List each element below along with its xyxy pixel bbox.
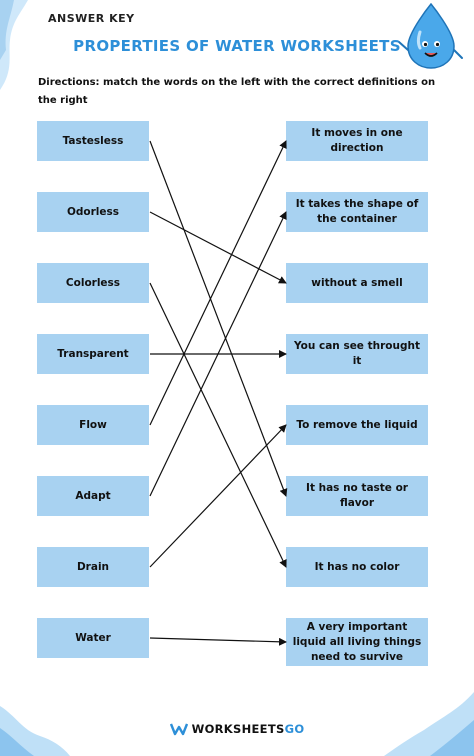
term-box-odorless: Odorless [37, 192, 149, 232]
term-box-adapt: Adapt [37, 476, 149, 516]
definition-label: without a smell [311, 276, 403, 289]
term-box-drain: Drain [37, 547, 149, 587]
definition-label: To remove the liquid [296, 418, 418, 431]
worksheetsgo-logo-icon [169, 723, 188, 736]
water-drop-mascot-icon [398, 2, 463, 69]
definition-label: A very important liquid all living thing… [292, 620, 422, 663]
definition-box-see-through: You can see throught it [286, 334, 428, 374]
term-box-colorless: Colorless [37, 263, 149, 303]
footer-brand-main: WORKSHEETS [191, 722, 285, 736]
definition-box-shape: It takes the shape of the container [286, 192, 428, 232]
footer-brand: WORKSHEETSGO [0, 722, 474, 736]
bottom-left-splash-decoration [0, 706, 70, 756]
term-box-tastesless: Tastesless [37, 121, 149, 161]
term-box-transparent: Transparent [37, 334, 149, 374]
match-line-odorless [149, 211, 287, 284]
match-line-flow [149, 140, 287, 426]
definition-box-remove-liquid: To remove the liquid [286, 405, 428, 445]
term-label: Flow [79, 418, 107, 431]
directions-text: Directions: match the words on the left … [38, 77, 436, 106]
term-box-flow: Flow [37, 405, 149, 445]
term-label: Water [75, 631, 111, 644]
footer-brand-text: WORKSHEETSGO [192, 722, 305, 736]
top-left-splash-decoration [0, 0, 28, 90]
term-label: Colorless [65, 276, 121, 289]
term-label: Tastesless [62, 134, 124, 147]
definition-box-moves: It moves in one direction [286, 121, 428, 161]
footer-brand-accent: GO [284, 722, 305, 736]
bottom-right-splash-decoration [384, 692, 474, 756]
match-line-colorless [149, 282, 287, 568]
definition-box-no-color: It has no color [286, 547, 428, 587]
match-line-adapt [149, 211, 287, 497]
term-label: Adapt [75, 489, 111, 502]
term-label: Transparent [57, 347, 129, 360]
definition-label: It takes the shape of the container [295, 198, 419, 225]
page-title: PROPERTIES OF WATER WORKSHEETS [73, 37, 401, 55]
term-box-water: Water [37, 618, 149, 658]
answer-key-label: ANSWER KEY [48, 12, 135, 25]
term-label: Odorless [66, 205, 120, 218]
definition-box-no-taste: It has no taste or flavor [286, 476, 428, 516]
match-line-drain [149, 424, 287, 568]
match-line-water [149, 637, 287, 646]
definition-label: It has no taste or flavor [306, 482, 408, 509]
definition-label: You can see throught it [294, 340, 420, 367]
definition-label: It has no color [314, 560, 400, 573]
term-label: Drain [76, 560, 110, 573]
definition-label: It moves in one direction [311, 127, 403, 154]
definition-box-smell: without a smell [286, 263, 428, 303]
definition-box-important-liquid: A very important liquid all living thing… [286, 618, 428, 666]
match-line-tastesless [149, 140, 288, 497]
